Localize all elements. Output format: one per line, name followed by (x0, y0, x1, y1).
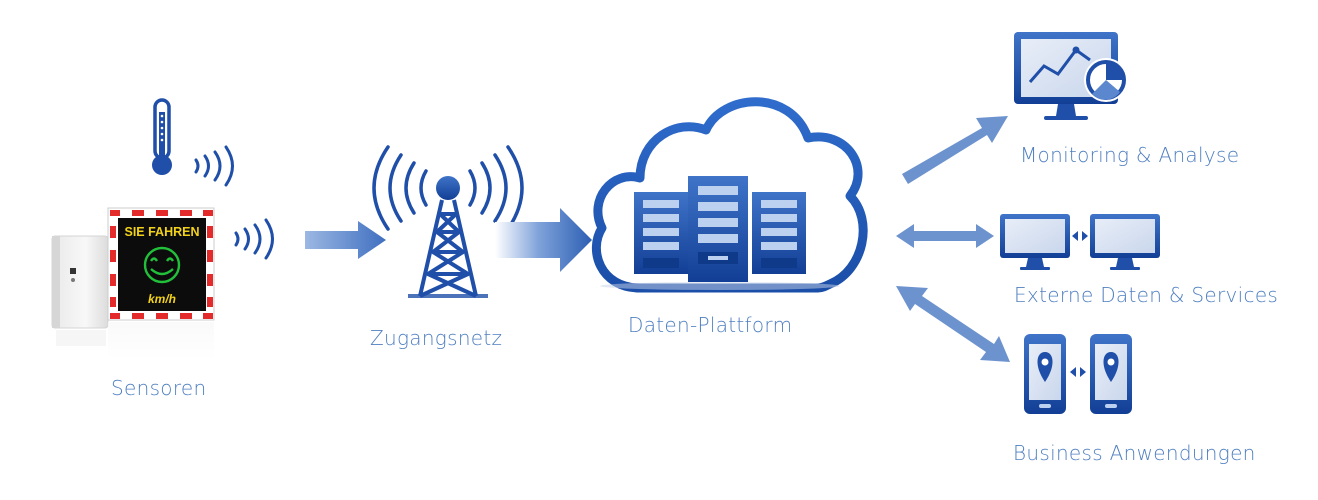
arrow-platform-external-bidirectional (896, 224, 994, 248)
wireless-waves-icon (194, 145, 234, 187)
monitor-icon (1090, 214, 1160, 270)
arrow-platform-to-monitoring (902, 116, 1008, 184)
thermometer-icon (152, 98, 172, 175)
monitoring-analytics-icon (1014, 32, 1128, 120)
label-access-network: Zugangsnetz (370, 326, 503, 350)
arrow-platform-business-bidirectional (896, 286, 1010, 362)
speed-display-sign-icon (107, 207, 215, 321)
bidirectional-link-icon (1070, 367, 1086, 377)
control-box-icon (51, 235, 109, 346)
cloud-server-icon (591, 97, 868, 293)
monitor-icon (1000, 214, 1070, 270)
label-sensors: Sensoren (111, 376, 207, 400)
arrow-network-to-platform (495, 208, 592, 272)
smartphone-icon (1090, 334, 1132, 414)
label-business: Business Anwendungen (1013, 441, 1256, 465)
arrow-sensors-to-network (305, 221, 386, 259)
reflection-fade (108, 322, 214, 360)
smartphone-icon (1024, 334, 1066, 414)
bidirectional-link-icon (1072, 231, 1088, 241)
server-rack-icon (752, 192, 806, 274)
label-external: Externe Daten & Services (1014, 283, 1279, 307)
antenna-tower-icon (372, 145, 524, 298)
wireless-waves-icon (234, 218, 274, 260)
sign-top-text: SIE FAHREN (124, 225, 199, 239)
business-apps-icon (1024, 334, 1132, 414)
server-rack-icon (634, 192, 688, 274)
sensors-group (51, 98, 274, 360)
sign-unit-text: km/h (148, 292, 176, 306)
smiley-icon (143, 246, 181, 284)
external-systems-icon (1000, 214, 1160, 270)
server-rack-icon (688, 176, 748, 282)
label-data-platform: Daten-Plattform (628, 313, 793, 337)
label-monitoring: Monitoring & Analyse (1020, 143, 1240, 167)
